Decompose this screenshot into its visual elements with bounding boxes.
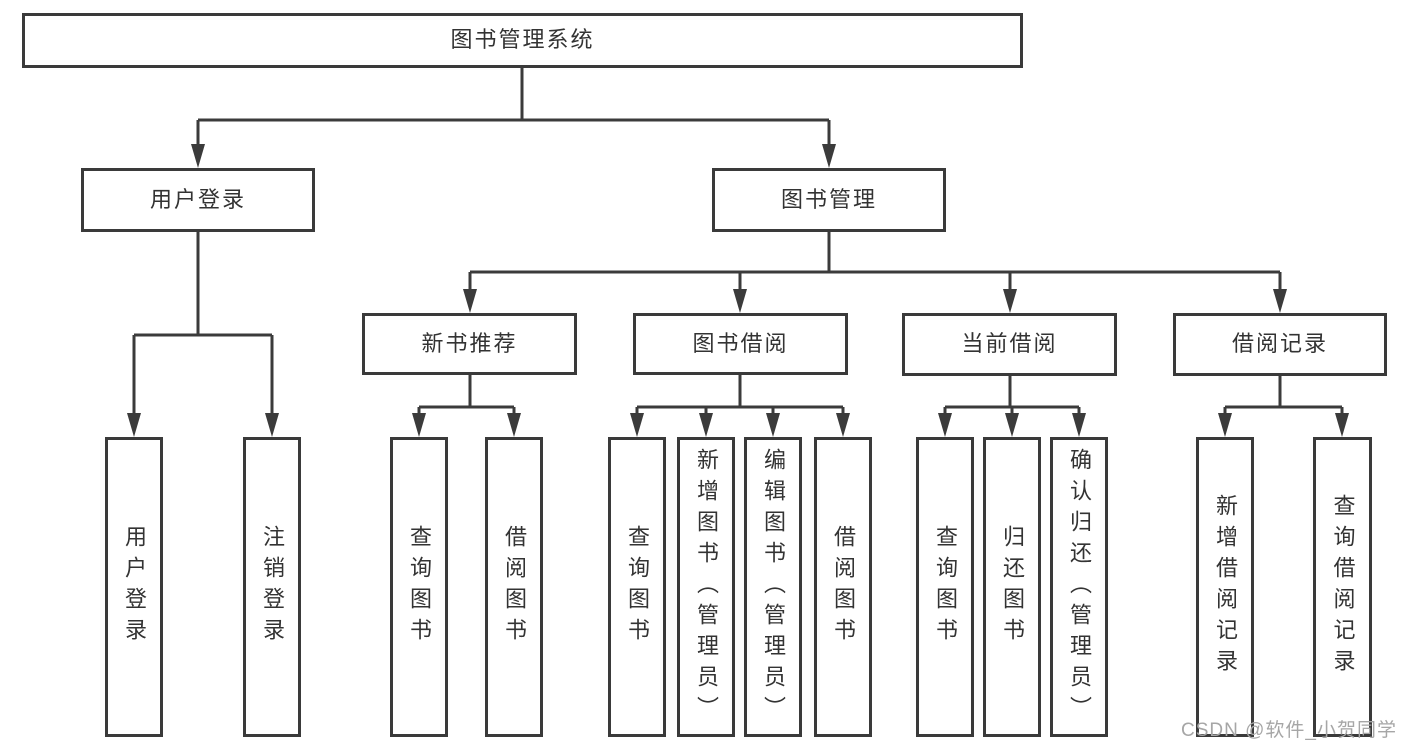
node-library-management-system: 图书管理系统 bbox=[22, 13, 1023, 68]
leaf-query-borrow-record: 查询借阅记录 bbox=[1313, 437, 1372, 737]
leaf-borrow-books-borrowing: 借阅图书 bbox=[814, 437, 872, 737]
node-book-management: 图书管理 bbox=[712, 168, 946, 232]
node-borrow-records: 借阅记录 bbox=[1173, 313, 1387, 376]
leaf-confirm-return-admin: 确认归还（管理员） bbox=[1050, 437, 1108, 737]
leaf-query-books-current: 查询图书 bbox=[916, 437, 974, 737]
leaf-borrow-books-recommend: 借阅图书 bbox=[485, 437, 543, 737]
leaf-query-books-borrowing: 查询图书 bbox=[608, 437, 666, 737]
node-user-login-branch: 用户登录 bbox=[81, 168, 315, 232]
node-book-borrowing: 图书借阅 bbox=[633, 313, 848, 375]
leaf-return-books: 归还图书 bbox=[983, 437, 1041, 737]
node-new-book-recommend: 新书推荐 bbox=[362, 313, 577, 375]
csdn-watermark: CSDN @软件_小贺同学 bbox=[1181, 720, 1397, 741]
leaf-edit-book-admin: 编辑图书（管理员） bbox=[744, 437, 802, 737]
node-current-borrowing: 当前借阅 bbox=[902, 313, 1117, 376]
leaf-query-books-recommend: 查询图书 bbox=[390, 437, 448, 737]
leaf-add-book-admin: 新增图书（管理员） bbox=[677, 437, 735, 737]
leaf-user-login: 用户登录 bbox=[105, 437, 163, 737]
leaf-add-borrow-record: 新增借阅记录 bbox=[1196, 437, 1254, 737]
leaf-logout: 注销登录 bbox=[243, 437, 301, 737]
